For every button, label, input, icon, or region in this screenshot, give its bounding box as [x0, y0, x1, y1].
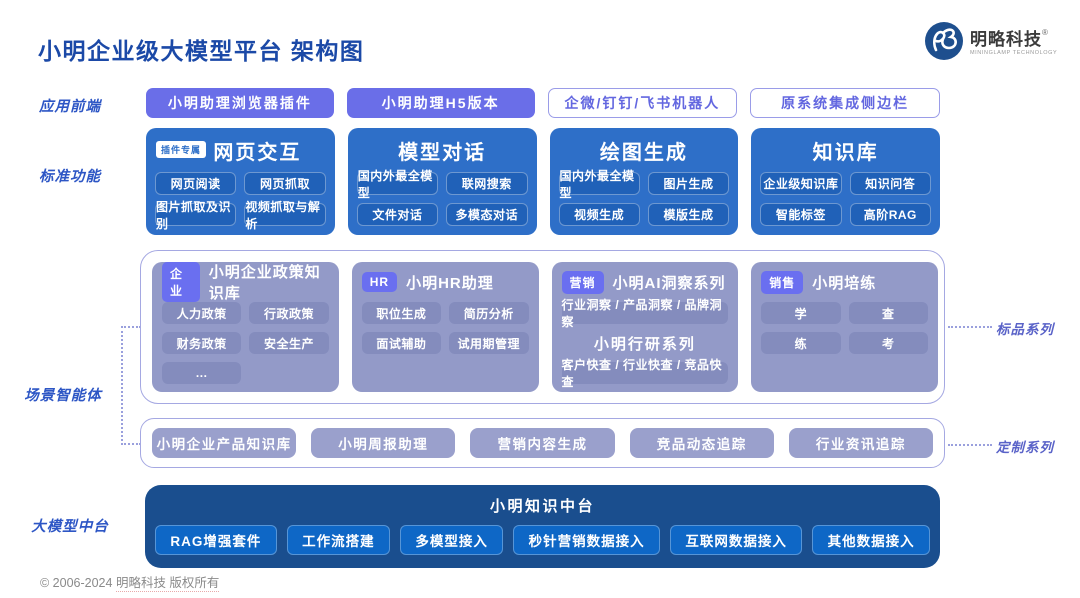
platform-pill: 秒针营销数据接入 — [513, 525, 660, 555]
feature-pill: 国内外最全模型 — [558, 169, 640, 200]
label-custom-series: 定制系列 — [996, 440, 1054, 455]
industry-research-series-title: 小明行研系列 — [593, 335, 696, 353]
custom-pill: 竞品动态追踪 — [629, 428, 774, 458]
agent-pill: 查 — [848, 302, 928, 324]
agent-title: 小明AI洞察系列 — [612, 274, 726, 292]
label-application-frontend: 应用前端 — [39, 99, 101, 115]
feature-pill: 模版生成 — [647, 203, 730, 226]
brand-subtitle: MININGLAMP TECHNOLOGY — [970, 49, 1058, 56]
label-llm-middle-platform: 大模型中台 — [31, 519, 109, 535]
label-scene-agents: 场景智能体 — [24, 388, 102, 404]
agent-pill: 行业洞察 / 产品洞察 / 品牌洞察 — [561, 298, 729, 329]
custom-pill: 行业资讯追踪 — [788, 428, 934, 458]
enterprise-tag: 企业 — [162, 262, 200, 302]
standard-features-row: 插件专属 网页交互 网页阅读 网页抓取 图片抓取及识别 视频抓取与解析 模型对话… — [146, 128, 940, 235]
feature-pill: 智能标签 — [760, 203, 842, 226]
frontend-h5-version: 小明助理H5版本 — [346, 88, 535, 118]
feature-pill: 网页阅读 — [155, 172, 237, 195]
plugin-exclusive-tag: 插件专属 — [156, 141, 207, 158]
agent-pill: 安全生产 — [249, 332, 329, 354]
box-title: 知识库 — [812, 141, 879, 164]
agent-pill: 试用期管理 — [449, 332, 529, 354]
copyright-prefix: © 2006-2024 — [40, 576, 116, 590]
sales-tag: 销售 — [761, 270, 804, 294]
feature-pill: 图片抓取及识别 — [155, 200, 237, 231]
box-title: 模型对话 — [398, 141, 487, 164]
brand-logo: 明略科技 ® MININGLAMP TECHNOLOGY — [925, 22, 1057, 65]
platform-title: 小明知识中台 — [489, 498, 595, 515]
mininglamp-logo-icon — [925, 22, 963, 65]
box-title: 绘图生成 — [599, 141, 688, 164]
feature-pill: 视频抓取与解析 — [244, 200, 326, 231]
agent-pill: 人力政策 — [162, 302, 242, 324]
registered-mark: ® — [1042, 27, 1048, 37]
dotted-connector — [948, 444, 992, 446]
agent-pill: 财务政策 — [162, 332, 242, 354]
box-hr-assistant: HR 小明HR助理 职位生成 简历分析 面试辅助 试用期管理 — [351, 262, 539, 392]
agents-row: 企业 小明企业政策知识库 人力政策 行政政策 财务政策 安全生产 ... HR … — [152, 262, 938, 392]
frontend-browser-plugin: 小明助理浏览器插件 — [146, 88, 334, 118]
feature-pill: 文件对话 — [356, 203, 439, 226]
copyright: © 2006-2024 明略科技 版权所有 — [40, 572, 220, 592]
page-title: 小明企业级大模型平台 架构图 — [38, 38, 365, 64]
platform-pill: 其他数据接入 — [812, 525, 930, 555]
box-title: 网页交互 — [213, 141, 302, 164]
box-knowledge-base: 知识库 企业级知识库 知识问答 智能标签 高阶RAG — [751, 128, 940, 235]
feature-pill: 国内外最全模型 — [356, 169, 439, 200]
platform-pill: 互联网数据接入 — [670, 525, 803, 555]
box-model-chat: 模型对话 国内外最全模型 联网搜索 文件对话 多模态对话 — [347, 128, 537, 235]
dashed-bracket — [121, 326, 141, 328]
agent-title: 小明培练 — [812, 274, 877, 292]
feature-pill: 知识问答 — [849, 172, 931, 195]
custom-pill: 小明周报助理 — [311, 428, 456, 458]
custom-pill: 营销内容生成 — [470, 428, 615, 458]
platform-pill: 工作流搭建 — [286, 525, 390, 555]
marketing-tag: 营销 — [561, 270, 604, 294]
feature-pill: 联网搜索 — [446, 172, 528, 195]
agent-pill: 考 — [848, 332, 928, 354]
label-standard-features: 标准功能 — [39, 169, 101, 185]
platform-pill: RAG增强套件 — [155, 525, 277, 555]
frontend-system-sidebar: 原系统集成侧边栏 — [750, 88, 940, 118]
dashed-bracket — [121, 326, 123, 445]
box-web-interaction: 插件专属 网页交互 网页阅读 网页抓取 图片抓取及识别 视频抓取与解析 — [146, 128, 335, 235]
agent-pill: 学 — [761, 302, 841, 324]
agent-pill: 练 — [761, 332, 841, 354]
agent-pill: 客户快查 / 行业快查 / 竞品快查 — [561, 358, 729, 389]
agent-title: 小明企业政策知识库 — [208, 264, 321, 302]
agent-title: 小明HR助理 — [406, 274, 494, 292]
box-image-generation: 绘图生成 国内外最全模型 图片生成 视频生成 模版生成 — [549, 128, 739, 235]
custom-series-container: 小明企业产品知识库 小明周报助理 营销内容生成 竞品动态追踪 行业资讯追踪 — [140, 418, 945, 468]
dotted-connector — [948, 326, 992, 328]
copyright-company: 明略科技 版权所有 — [115, 576, 220, 592]
agent-pill: 行政政策 — [249, 302, 329, 324]
platform-pill: 多模型接入 — [400, 525, 504, 555]
box-ai-insight-series: 营销 小明AI洞察系列 行业洞察 / 产品洞察 / 品牌洞察 小明行研系列 客户… — [551, 262, 739, 392]
feature-pill: 网页抓取 — [244, 172, 326, 195]
feature-pill: 高阶RAG — [849, 203, 931, 226]
agent-pill: 职位生成 — [361, 302, 442, 324]
frontend-im-bots: 企微/钉钉/飞书机器人 — [547, 88, 738, 118]
hr-tag: HR — [361, 272, 398, 292]
brand-name: 明略科技 — [970, 29, 1042, 49]
knowledge-middle-platform: 小明知识中台 RAG增强套件 工作流搭建 多模型接入 秒针营销数据接入 互联网数… — [145, 485, 940, 568]
label-standard-series: 标品系列 — [996, 322, 1054, 337]
agent-pill: 简历分析 — [449, 302, 529, 324]
feature-pill: 视频生成 — [558, 203, 640, 226]
feature-pill: 企业级知识库 — [760, 172, 842, 195]
box-enterprise-policy-kb: 企业 小明企业政策知识库 人力政策 行政政策 财务政策 安全生产 ... — [152, 262, 339, 392]
feature-pill: 图片生成 — [647, 172, 730, 195]
agent-pill: 面试辅助 — [361, 332, 442, 354]
box-training: 销售 小明培练 学 查 练 考 — [751, 262, 938, 392]
feature-pill: 多模态对话 — [446, 203, 528, 226]
custom-pill: 小明企业产品知识库 — [152, 428, 297, 458]
frontend-row: 小明助理浏览器插件 小明助理H5版本 企微/钉钉/飞书机器人 原系统集成侧边栏 — [146, 88, 940, 118]
agent-pill: ... — [162, 362, 242, 384]
dashed-bracket — [121, 443, 141, 445]
